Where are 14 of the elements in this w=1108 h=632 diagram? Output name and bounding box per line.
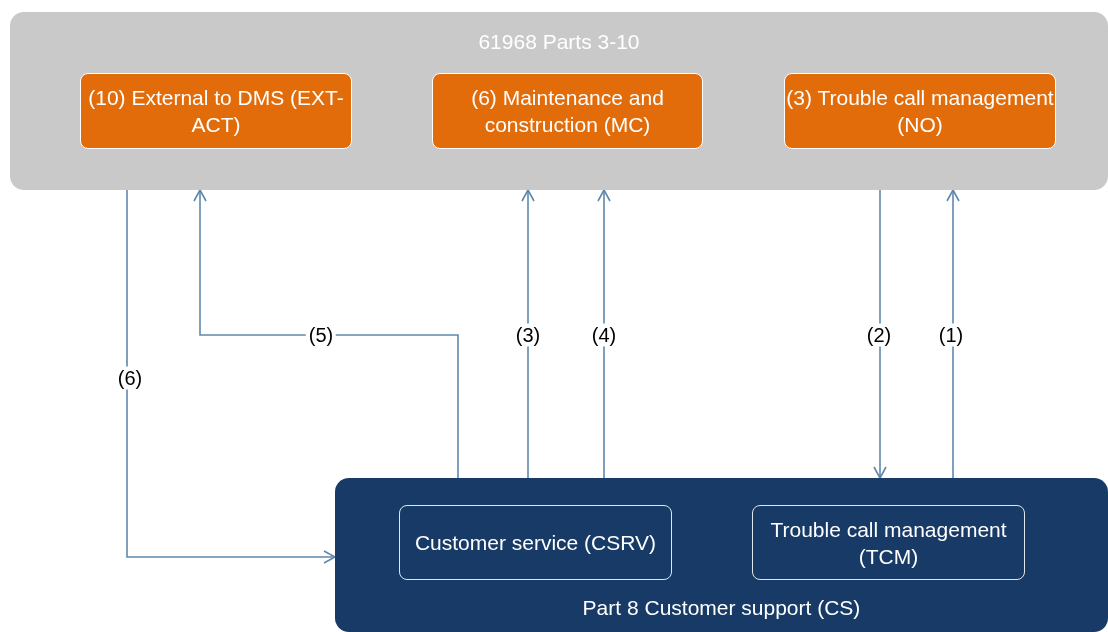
group-panel <box>10 12 1108 190</box>
arrow <box>193 189 459 479</box>
process-box: Customer service (CSRV) <box>399 505 672 580</box>
process-box: Trouble call management (TCM) <box>752 505 1025 580</box>
process-box: (6) Maintenance and construction (MC) <box>432 73 703 149</box>
arrow <box>521 189 535 479</box>
arrow <box>597 189 611 479</box>
process-box: (10) External to DMS (EXT-ACT) <box>80 73 352 149</box>
arrow <box>126 189 336 564</box>
arrow <box>946 189 960 479</box>
panel-title: Part 8 Customer support (CS) <box>581 596 862 620</box>
process-box: (3) Trouble call management (NO) <box>784 73 1056 149</box>
group-panel <box>335 478 1108 632</box>
arrow <box>873 189 887 479</box>
